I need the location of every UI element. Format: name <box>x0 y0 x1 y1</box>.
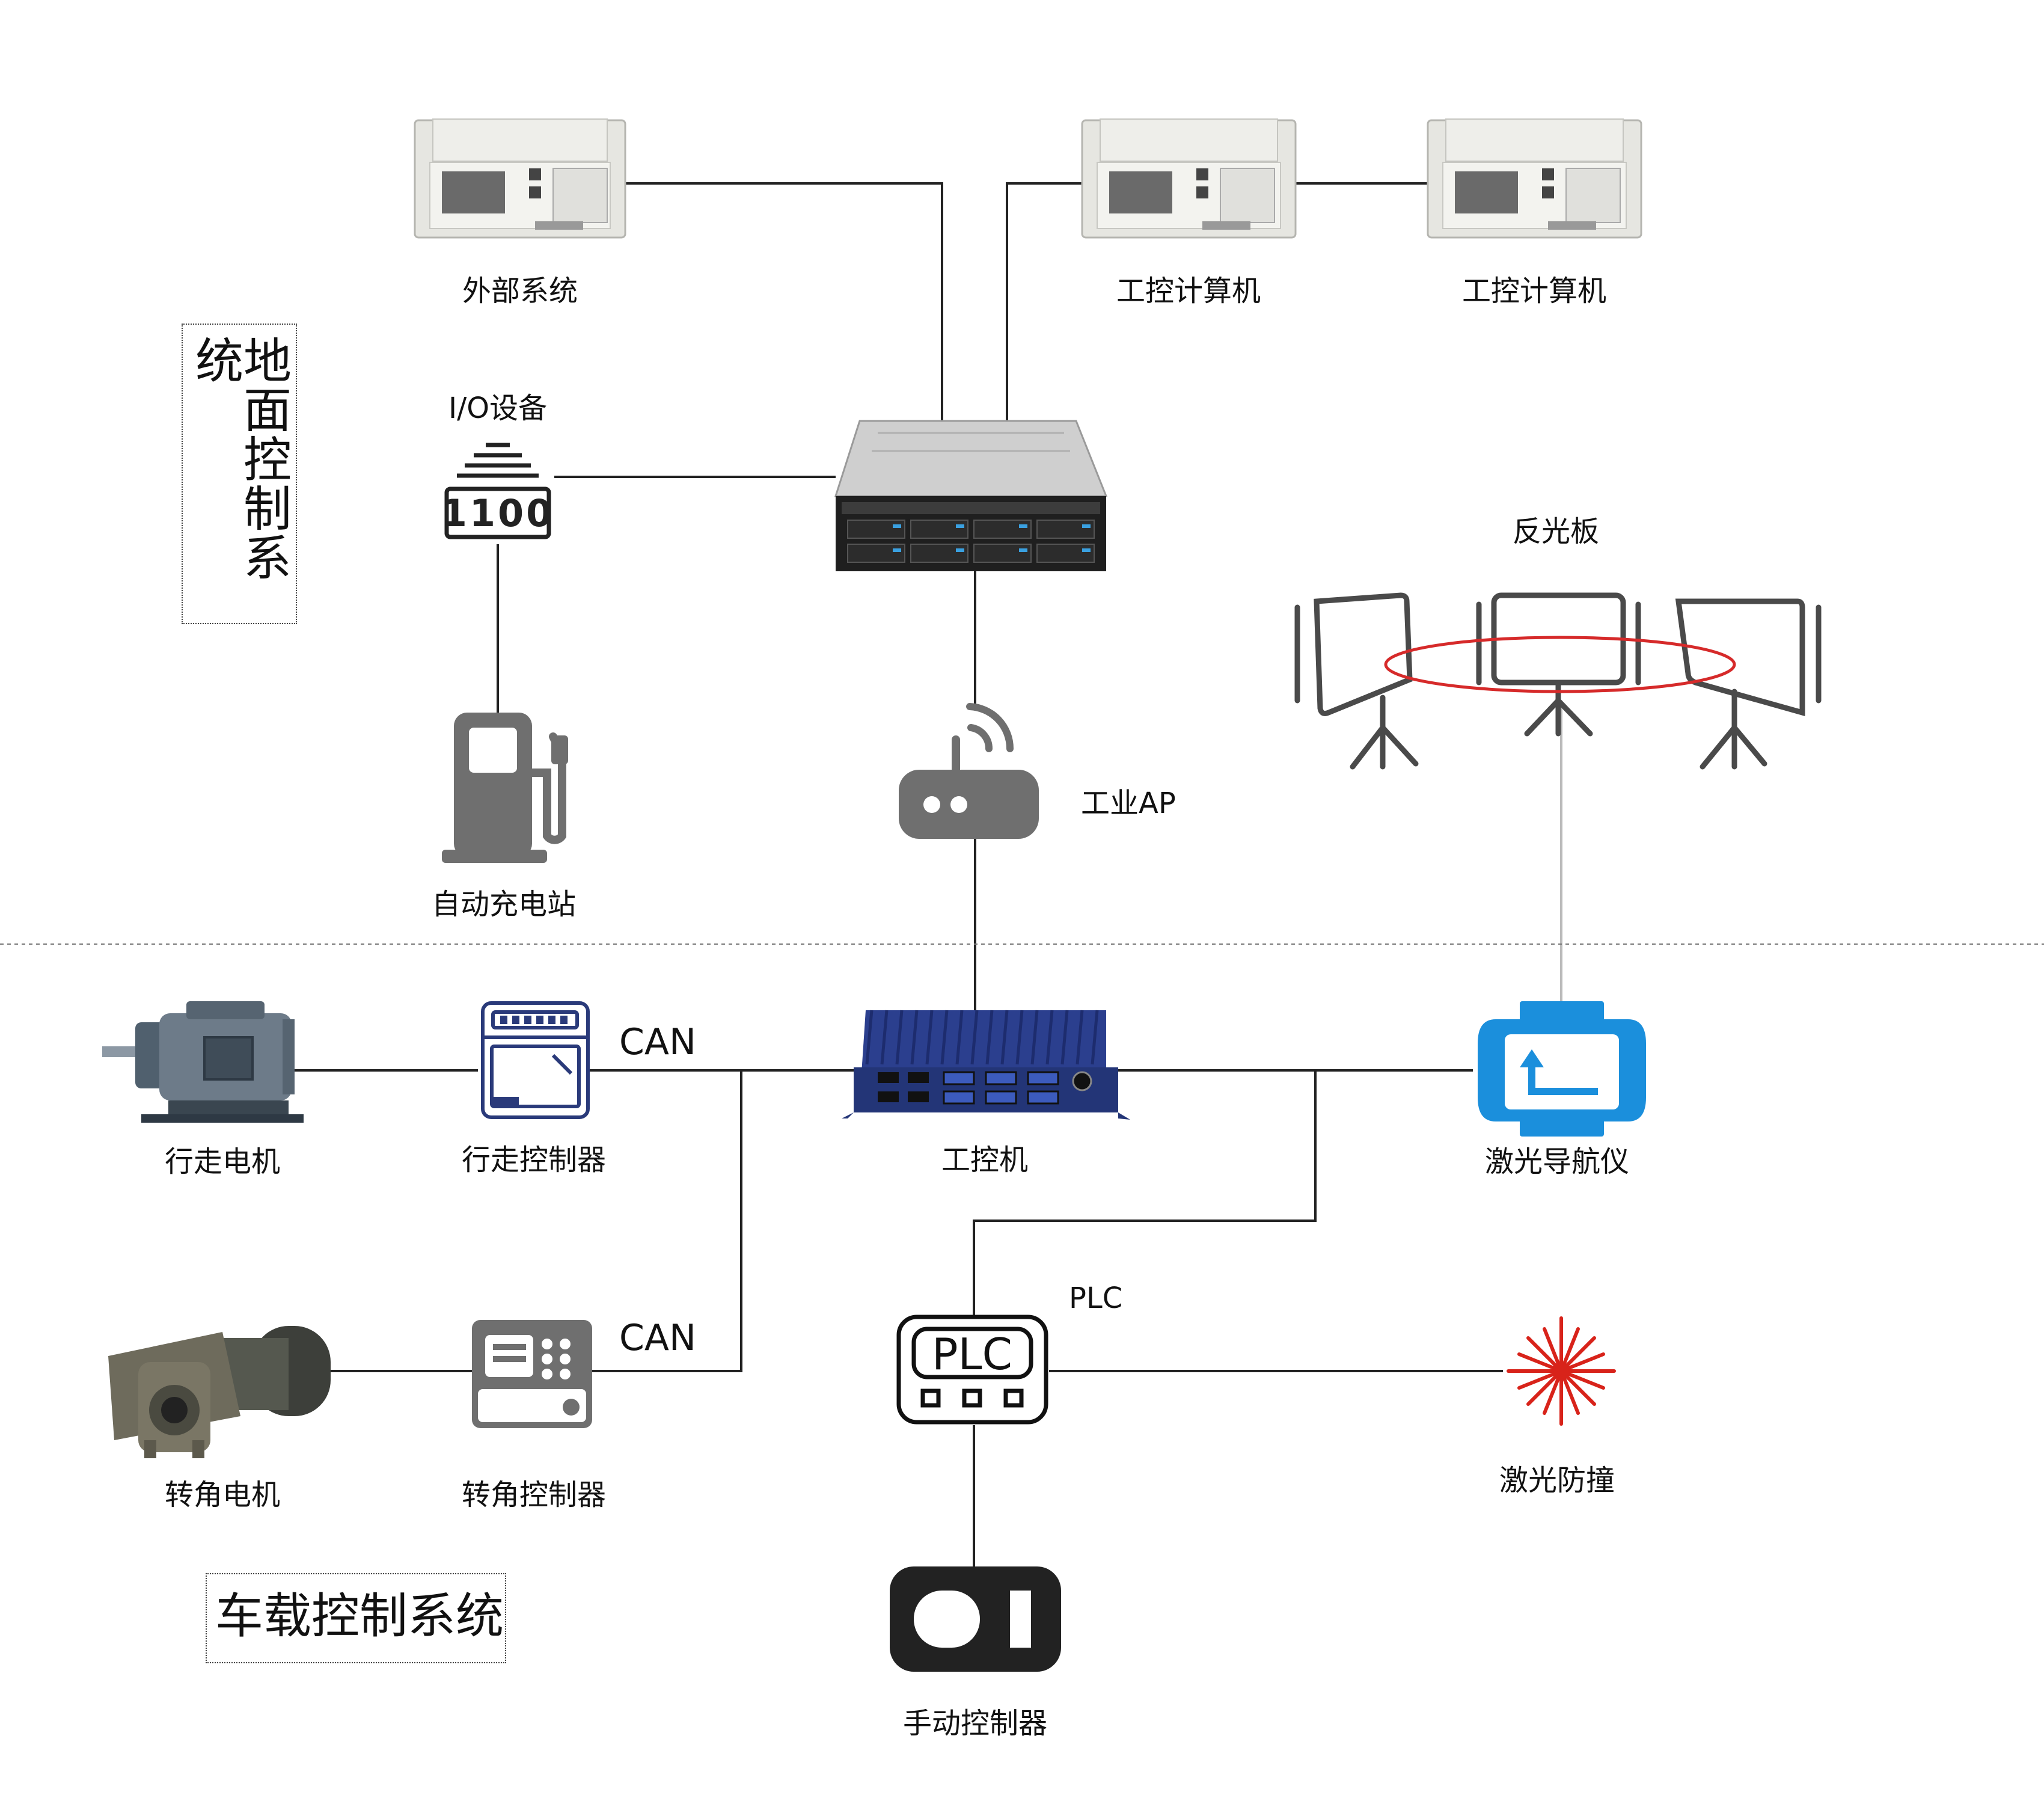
reflector-label: 反光板 <box>1512 515 1600 548</box>
laser-scan-ring <box>1384 636 1736 693</box>
ground-control-title-text: 地面控制系统 <box>188 336 292 582</box>
steer-controller-label: 转角控制器 <box>461 1478 607 1512</box>
ipc-1-rack-icon <box>1081 118 1297 239</box>
travel-controller-label: 行走控制器 <box>461 1143 607 1177</box>
industrial-pc-icon <box>842 1010 1130 1120</box>
can-bus-label-2: CAN <box>619 1317 696 1359</box>
io-device-icon: 1100 <box>441 443 555 539</box>
vehicle-control-zone-title: 车载控制系统 <box>206 1573 506 1663</box>
io-device-label: I/O设备 <box>448 391 548 425</box>
vehicle-control-title-text: 车载控制系统 <box>215 1588 504 1644</box>
ground-control-zone-title: 地面控制系统 <box>182 324 297 624</box>
charging-station-icon <box>442 713 568 863</box>
central-server-icon <box>834 420 1108 571</box>
external-system-label: 外部系统 <box>462 274 578 308</box>
can-bus-label-1: CAN <box>619 1021 696 1063</box>
plc-screen-text: PLC <box>932 1329 1012 1379</box>
laser-navigator-label: 激光导航仪 <box>1484 1145 1630 1179</box>
steer-controller-icon <box>472 1320 592 1428</box>
manual-controller-label: 手动控制器 <box>902 1707 1048 1740</box>
plc-icon: PLC <box>896 1315 1048 1425</box>
io-panel-text: 1100 <box>441 491 555 535</box>
ipc-1-label: 工控计算机 <box>1116 274 1261 308</box>
reflector-right-icon <box>1675 598 1822 770</box>
ipc-2-rack-icon <box>1427 118 1642 239</box>
manual-controller-icon <box>890 1566 1061 1672</box>
travel-controller-icon <box>481 1001 590 1119</box>
plc-label: PLC <box>1069 1281 1123 1315</box>
link-external-to-server <box>625 182 943 421</box>
charging-station-label: 自动充电站 <box>431 888 577 921</box>
travel-motor-icon <box>102 1001 304 1123</box>
link-can-bus-vertical <box>590 1070 742 1372</box>
laser-navigator-icon <box>1478 1001 1646 1137</box>
external-system-rack-icon <box>414 118 626 239</box>
steer-motor-icon <box>108 1326 331 1458</box>
industrial-pc-label: 工控机 <box>941 1143 1029 1177</box>
reflector-center-icon <box>1476 592 1641 737</box>
steer-motor-label: 转角电机 <box>164 1478 281 1512</box>
travel-motor-label: 行走电机 <box>164 1145 281 1179</box>
industrial-ap-icon <box>899 703 1039 839</box>
reflector-left-icon <box>1294 592 1419 770</box>
industrial-ap-label: 工业AP <box>1081 787 1176 820</box>
ipc-2-label: 工控计算机 <box>1461 274 1607 308</box>
laser-burst-icon <box>1507 1316 1616 1426</box>
link-ipc1-to-server <box>1006 182 1082 421</box>
link-navigator-to-plc <box>973 1070 1317 1317</box>
reflector-group-icon <box>1294 592 1822 770</box>
laser-anticollision-label: 激光防撞 <box>1499 1464 1615 1497</box>
